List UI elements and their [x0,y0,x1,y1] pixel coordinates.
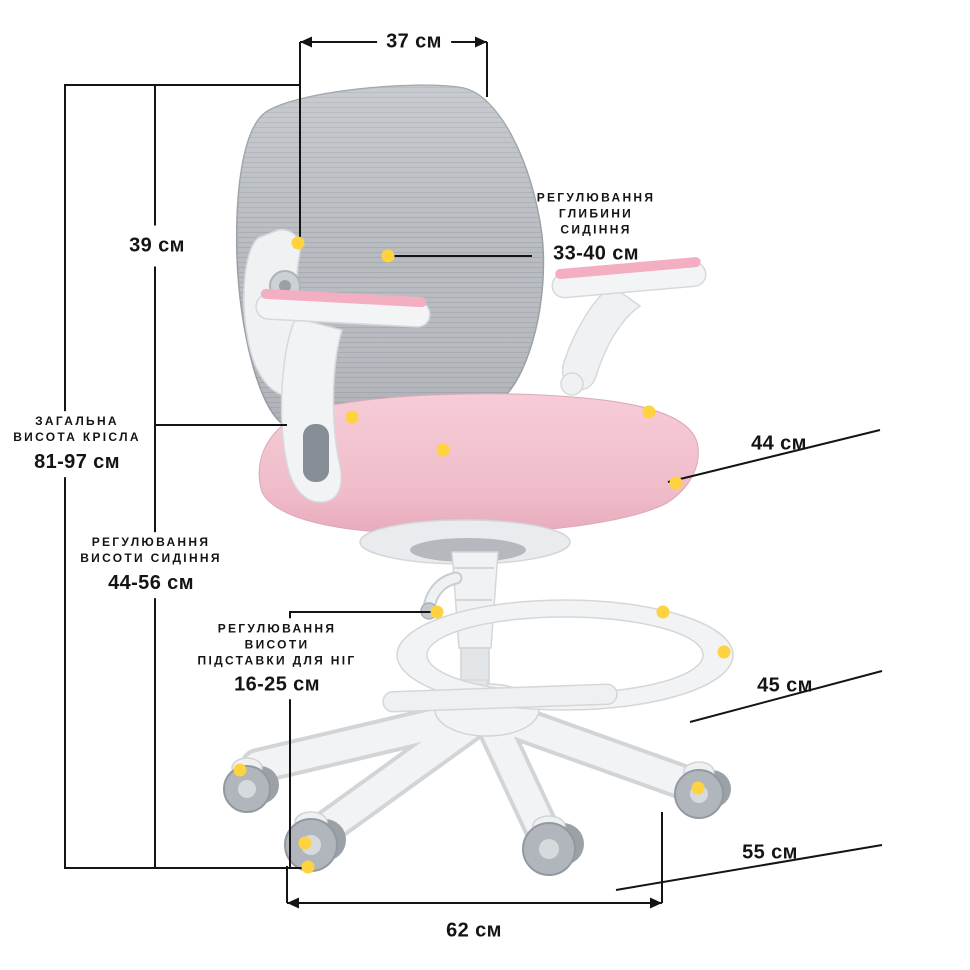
seat-height-caption-line-2: ВИСОТИ СИДІННЯ [80,551,222,565]
footrest-platform [382,683,618,713]
base-depth-label: 55 см [742,841,798,864]
chair-illustration [223,84,734,876]
total-height-caption-line-2: ВИСОТА КРІСЛА [13,430,141,444]
total-height-label: ЗАГАЛЬНА ВИСОТА КРІСЛА 81-97 см [7,411,147,477]
footrest-width-label: 45 см [757,674,813,697]
base [240,679,712,860]
footrest-height-value: 16-25 см [234,673,320,696]
armrest-left-pad [260,288,427,308]
footrest [382,599,734,713]
backrest-width-label: 37 см [377,29,451,55]
armrest-slot [303,424,329,482]
seat-depth-caption-line-2: ГЛИБИНИ [558,206,634,221]
seat-depth-label: РЕГУЛЮВАННЯ ГЛИБИНИ СИДІННЯ 33-40 см [531,187,662,268]
dimension-arrowheads [287,36,662,909]
dot-footrest-top [656,605,670,619]
dim-base-width-line [286,812,663,904]
armrest-right [551,257,707,396]
footrest-height-caption-line-1: РЕГУЛЮВАННЯ [217,621,337,636]
backrest-height-label: 39 см [126,225,188,267]
seat-depth-caption-line-3: СИДІННЯ [560,221,632,236]
dot-seat-left [345,410,359,424]
dot-caster-front-left [298,836,312,850]
dot-caster-right [691,781,705,795]
dot-backrest-left [291,236,305,250]
footrest-height-caption-line-3: ПІДСТАВКИ ДЛЯ НІГ [197,652,357,667]
armrest-right-pad [555,257,701,279]
dot-backrest-center [381,249,395,263]
total-height-caption-line-1: ЗАГАЛЬНА [35,414,119,429]
measure-dots [233,236,731,874]
dot-seat-right-front [669,476,683,490]
dim-footrest-width-line [689,670,883,723]
seat-height-value: 44-56 см [108,571,194,594]
dot-caster-front-left-bottom [301,860,315,874]
caster-front-center [522,815,584,876]
dim-footrest-height-line [289,611,437,868]
dim-seat-width-line [667,429,881,483]
footrest-height-caption-line-2: ВИСОТИ [244,637,310,652]
seat-height-caption-line-1: РЕГУЛЮВАННЯ [91,535,211,550]
seat-height-label: РЕГУЛЮВАННЯ ВИСОТИ СИДІННЯ 44-56 см [74,532,228,598]
seat-depth-caption-line-1: РЕГУЛЮВАННЯ [536,190,656,205]
footrest-height-label: РЕГУЛЮВАННЯ ВИСОТИ ПІДСТАВКИ ДЛЯ НІГ 16-… [191,618,363,700]
seat-depth-value: 33-40 см [553,242,639,265]
casters [223,757,731,876]
base-width-label: 62 см [446,919,502,942]
dot-caster-left [233,763,247,777]
dim-base-depth-line [615,844,883,891]
dot-footrest-right [717,645,731,659]
seat-width-label: 44 см [751,432,807,455]
dot-seat-center [436,443,450,457]
armrest-left [255,288,431,503]
caster-left [223,757,279,813]
dot-lever [430,605,444,619]
total-height-value: 81-97 см [34,450,120,473]
dot-seat-right-rear [642,405,656,419]
